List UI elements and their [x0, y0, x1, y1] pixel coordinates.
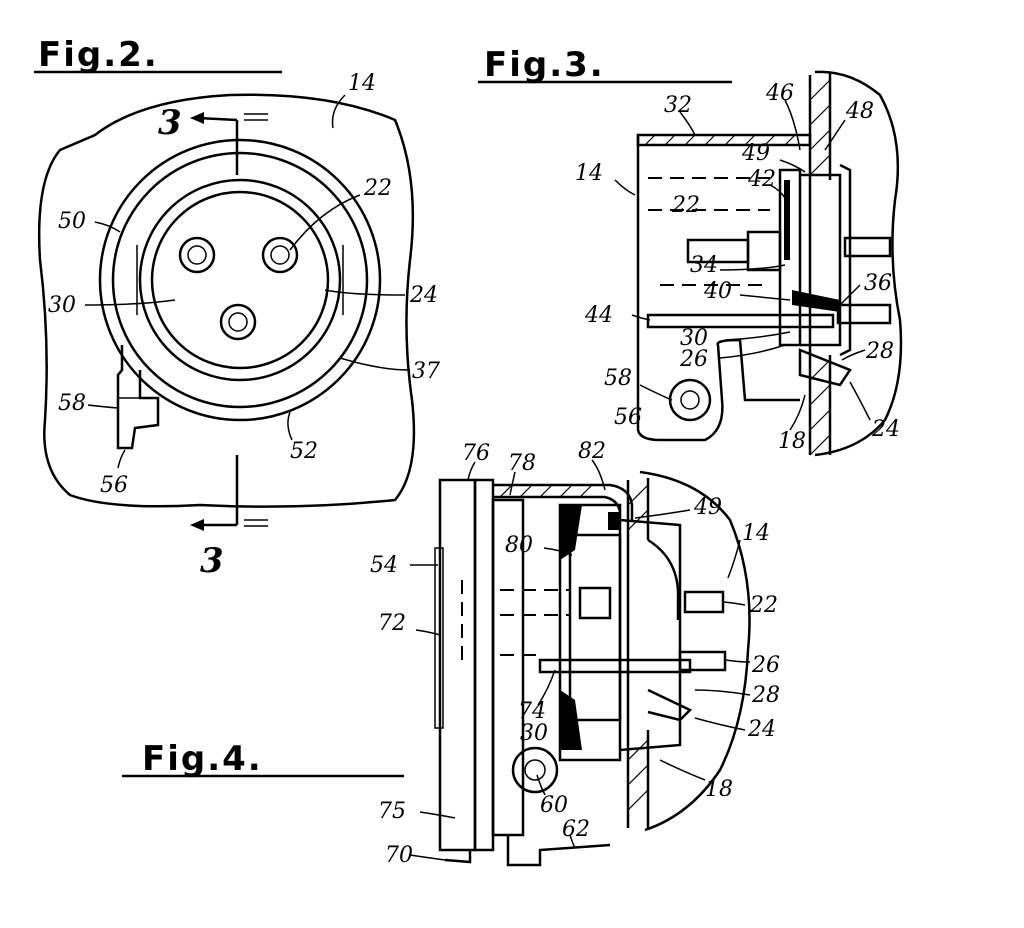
section-arrow-top-head [190, 112, 204, 124]
label-18: 18 [705, 777, 733, 802]
label-36: 36 [864, 271, 892, 296]
fig4-seal-24 [647, 688, 693, 722]
label-24: 24 [747, 717, 776, 742]
fig4-plug-face-54 [438, 478, 477, 852]
fig3-shell-top [636, 133, 812, 147]
label-28: 28 [751, 683, 780, 708]
figure-3: Fig.3. [478, 45, 903, 457]
label-60: 60 [540, 793, 568, 818]
label-76: 76 [462, 441, 490, 466]
label-56: 56 [614, 405, 642, 430]
label-49: 49 [741, 141, 770, 166]
label-56: 56 [100, 473, 128, 498]
section-mark-top: 3 [158, 103, 182, 143]
fig2-pin-3 [219, 303, 257, 341]
fig3-contact-cavity [800, 173, 842, 347]
label-26: 26 [751, 653, 780, 678]
fig2-ring-3 [138, 178, 342, 382]
label-24: 24 [409, 283, 438, 308]
label-32: 32 [664, 93, 692, 118]
fig3-mount-hole [668, 378, 712, 422]
fig3-pin-30 [646, 313, 835, 329]
fig4-cable-62 [506, 835, 611, 867]
figure-4: Fig.4. [122, 439, 780, 868]
label-30: 30 [48, 293, 76, 318]
fig4-pin-22 [578, 586, 612, 620]
label-54: 54 [370, 553, 398, 578]
fig4-pin-26 [538, 658, 692, 674]
label-40: 40 [703, 279, 732, 304]
label-14: 14 [575, 161, 603, 186]
fig4-panel-outline [639, 470, 751, 832]
label-49: 49 [693, 495, 722, 520]
label-50: 50 [58, 209, 86, 234]
label-14: 14 [742, 521, 770, 546]
fig2-panel-outline [37, 93, 416, 508]
fig2-ring-2 [111, 151, 369, 409]
label-26: 26 [679, 347, 708, 372]
label-28: 28 [865, 339, 894, 364]
label-14: 14 [348, 71, 376, 96]
label-37: 37 [412, 359, 440, 384]
fig2-title: Fig.2. [38, 35, 159, 75]
label-46: 46 [765, 81, 794, 106]
fig4-title: Fig.4. [142, 739, 263, 779]
fig4-wire-70 [444, 850, 472, 864]
figure-2: Fig.2. 3 3 [34, 35, 440, 581]
fig3-panel-outline [814, 70, 903, 457]
label-22: 22 [363, 176, 392, 201]
section-arrow-top [197, 116, 238, 122]
fig2-outer-ring [98, 138, 382, 422]
label-52: 52 [290, 439, 318, 464]
label-48: 48 [845, 99, 874, 124]
label-78: 78 [508, 451, 536, 476]
fig4-socket-insert-80 [558, 503, 622, 762]
label-62: 62 [562, 817, 590, 842]
label-82: 82 [578, 439, 606, 464]
fig2-pin-1 [178, 236, 216, 274]
label-72: 72 [378, 611, 406, 636]
label-22: 22 [749, 593, 778, 618]
fig4-shell-78 [493, 483, 634, 520]
label-58: 58 [58, 391, 86, 416]
label-70: 70 [385, 843, 413, 868]
label-44: 44 [584, 303, 613, 328]
label-30: 30 [520, 721, 548, 746]
label-30: 30 [680, 326, 708, 351]
label-58: 58 [604, 366, 632, 391]
label-24: 24 [871, 417, 900, 442]
fig3-seal-24 [798, 348, 852, 387]
label-42: 42 [747, 167, 776, 192]
label-75: 75 [378, 799, 406, 824]
fig3-grommet [792, 290, 840, 312]
label-22: 22 [671, 193, 700, 218]
section-arrow-bottom-head [190, 519, 204, 531]
label-74: 74 [518, 699, 546, 724]
label-18: 18 [778, 429, 806, 454]
fig3-title: Fig.3. [484, 45, 605, 85]
label-34: 34 [690, 253, 718, 278]
section-mark-bottom: 3 [200, 541, 224, 581]
fig2-pin-2 [261, 236, 299, 274]
fig2-ring-4 [150, 190, 330, 370]
label-80: 80 [505, 533, 533, 558]
fig4-latch-60 [511, 746, 559, 794]
